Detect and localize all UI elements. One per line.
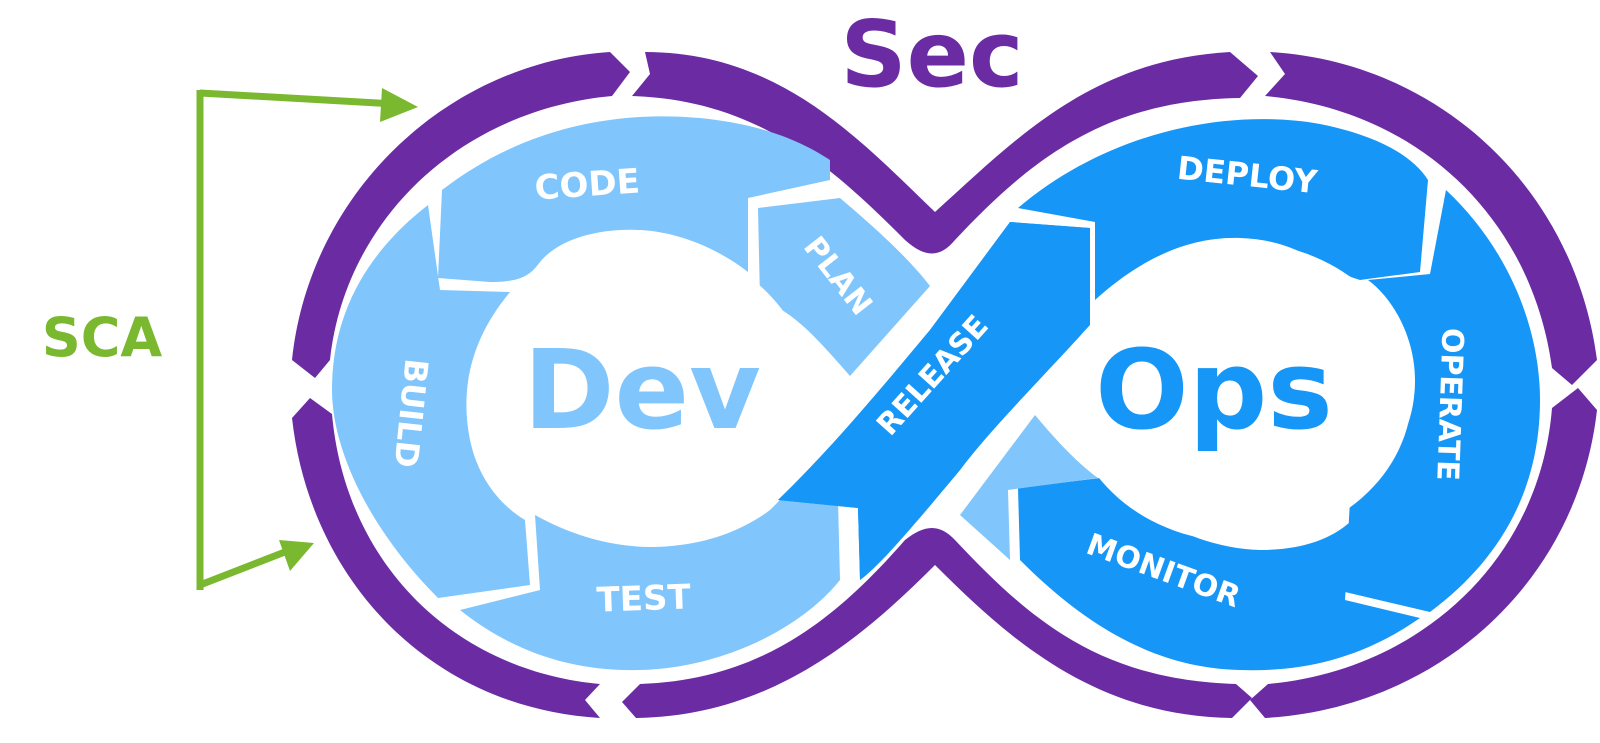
ops-segment-release-top bbox=[778, 222, 1090, 580]
dev-segment-plan bbox=[758, 198, 930, 376]
ops-label: Ops bbox=[1095, 326, 1333, 454]
sca-bottom-arrowhead bbox=[279, 540, 314, 571]
sca-bottom-arrow-line bbox=[198, 546, 292, 589]
sca-bracket bbox=[196, 89, 396, 590]
sec-arc-right-top bbox=[1265, 52, 1597, 385]
sec-title: Sec bbox=[840, 1, 1023, 108]
dev-loop bbox=[332, 116, 930, 671]
sec-outer-loop bbox=[292, 52, 1597, 718]
dev-label: Dev bbox=[523, 326, 761, 454]
ops-segment-monitor-tail bbox=[960, 415, 1098, 560]
sca-label: SCA bbox=[42, 306, 163, 369]
ops-segment-monitor bbox=[1018, 478, 1420, 671]
dev-center bbox=[470, 242, 810, 542]
stage-test-label: TEST bbox=[596, 577, 692, 620]
stage-code-label: CODE bbox=[533, 161, 641, 208]
sec-arc-center-top bbox=[632, 52, 1258, 254]
ops-segment-deploy bbox=[1018, 119, 1428, 300]
stage-operate-label: OPERATE bbox=[1429, 327, 1469, 481]
sca-top-arrow-line bbox=[199, 89, 396, 108]
sec-arc-left-bottom bbox=[292, 398, 600, 718]
dev-segment-build bbox=[332, 205, 530, 598]
ops-center bbox=[1068, 242, 1412, 542]
sec-arc-center-bottom bbox=[622, 528, 1252, 718]
ops-segment-operate bbox=[1345, 190, 1540, 612]
dev-segment-code bbox=[438, 116, 830, 282]
sca-top-arrowhead bbox=[380, 88, 418, 122]
sec-arc-left-top bbox=[292, 52, 630, 378]
sec-arc-right-bottom bbox=[1250, 388, 1597, 718]
dev-segment-test bbox=[460, 500, 840, 671]
